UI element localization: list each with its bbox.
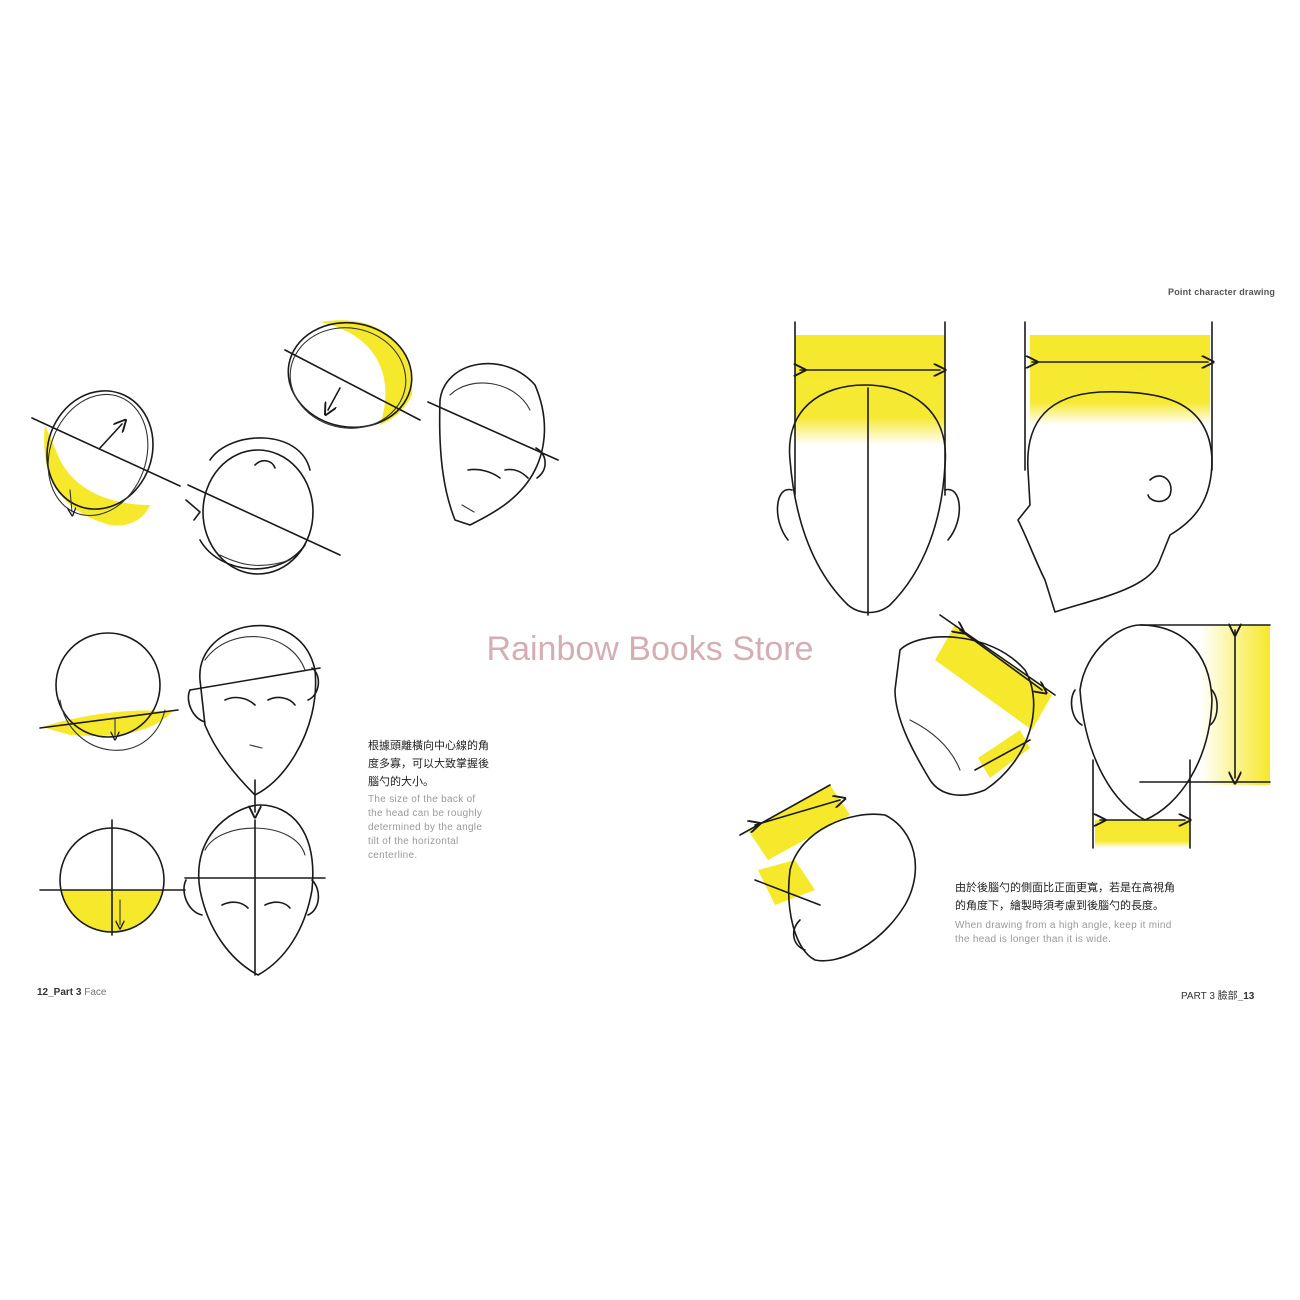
left-caption-en-line: The size of the back of — [368, 794, 476, 805]
right-folio-number: _13 — [1237, 991, 1255, 1002]
left-caption-en-line: determined by the angle — [368, 822, 483, 833]
right-caption-cn-line: 的角度下，繪製時須考慮到後腦勺的長度。 — [955, 899, 1164, 912]
left-caption-cn-line: 腦勺的大小。 — [368, 775, 434, 788]
left-caption-cn-line: 根據頭離橫向中心線的角 — [368, 739, 489, 752]
head-high-angle-2 — [739, 784, 917, 962]
sphere-tilted-1 — [31, 390, 181, 526]
head-front-measure — [776, 321, 961, 616]
head-high-angle-1 — [894, 614, 1056, 796]
store-watermark: Rainbow Books Store — [486, 630, 814, 668]
left-folio-title: Face — [84, 987, 107, 998]
right-caption-cn: 由於後腦勺的側面比正面更寬，若是在高視角 的角度下，繪製時須考慮到後腦勺的長度。 — [955, 879, 1175, 915]
head-three-quarter-1 — [427, 362, 559, 526]
head-top-measure — [1070, 625, 1271, 849]
sphere-level — [39, 632, 179, 751]
right-caption-en-line: the head is longer than it is wide. — [955, 934, 1112, 945]
left-caption-en-line: tilt of the horizontal — [368, 836, 459, 847]
running-header: Point character drawing — [1168, 287, 1276, 297]
head-side-measure — [1017, 321, 1212, 613]
right-caption-cn-line: 由於後腦勺的側面比正面更寬，若是在高視角 — [955, 881, 1175, 894]
left-caption-cn: 根據頭離橫向中心線的角 度多寡，可以大致掌握後 腦勺的大小。 — [368, 737, 489, 791]
left-caption-en-line: centerline. — [368, 850, 418, 861]
head-top-view-1 — [185, 437, 341, 575]
head-front — [183, 779, 326, 976]
right-caption-en-line: When drawing from a high angle, keep it … — [955, 920, 1172, 931]
left-caption-en-line: the head can be roughly — [368, 808, 483, 819]
left-caption-en: The size of the back of the head can be … — [368, 793, 482, 863]
sphere-tilted-2 — [284, 320, 421, 429]
left-folio-part: _Part 3 — [48, 987, 82, 998]
right-folio: PART 3 臉部_13 — [1181, 987, 1254, 1002]
left-folio: 12_Part 3 Face — [37, 987, 107, 998]
head-front-tilt — [187, 624, 321, 796]
right-caption-en: When drawing from a high angle, keep it … — [955, 919, 1172, 947]
sphere-front — [39, 819, 186, 936]
left-caption-cn-line: 度多寡，可以大致掌握後 — [368, 757, 489, 770]
right-folio-part: PART 3 臉部 — [1181, 991, 1238, 1002]
left-folio-number: 12 — [37, 987, 49, 998]
